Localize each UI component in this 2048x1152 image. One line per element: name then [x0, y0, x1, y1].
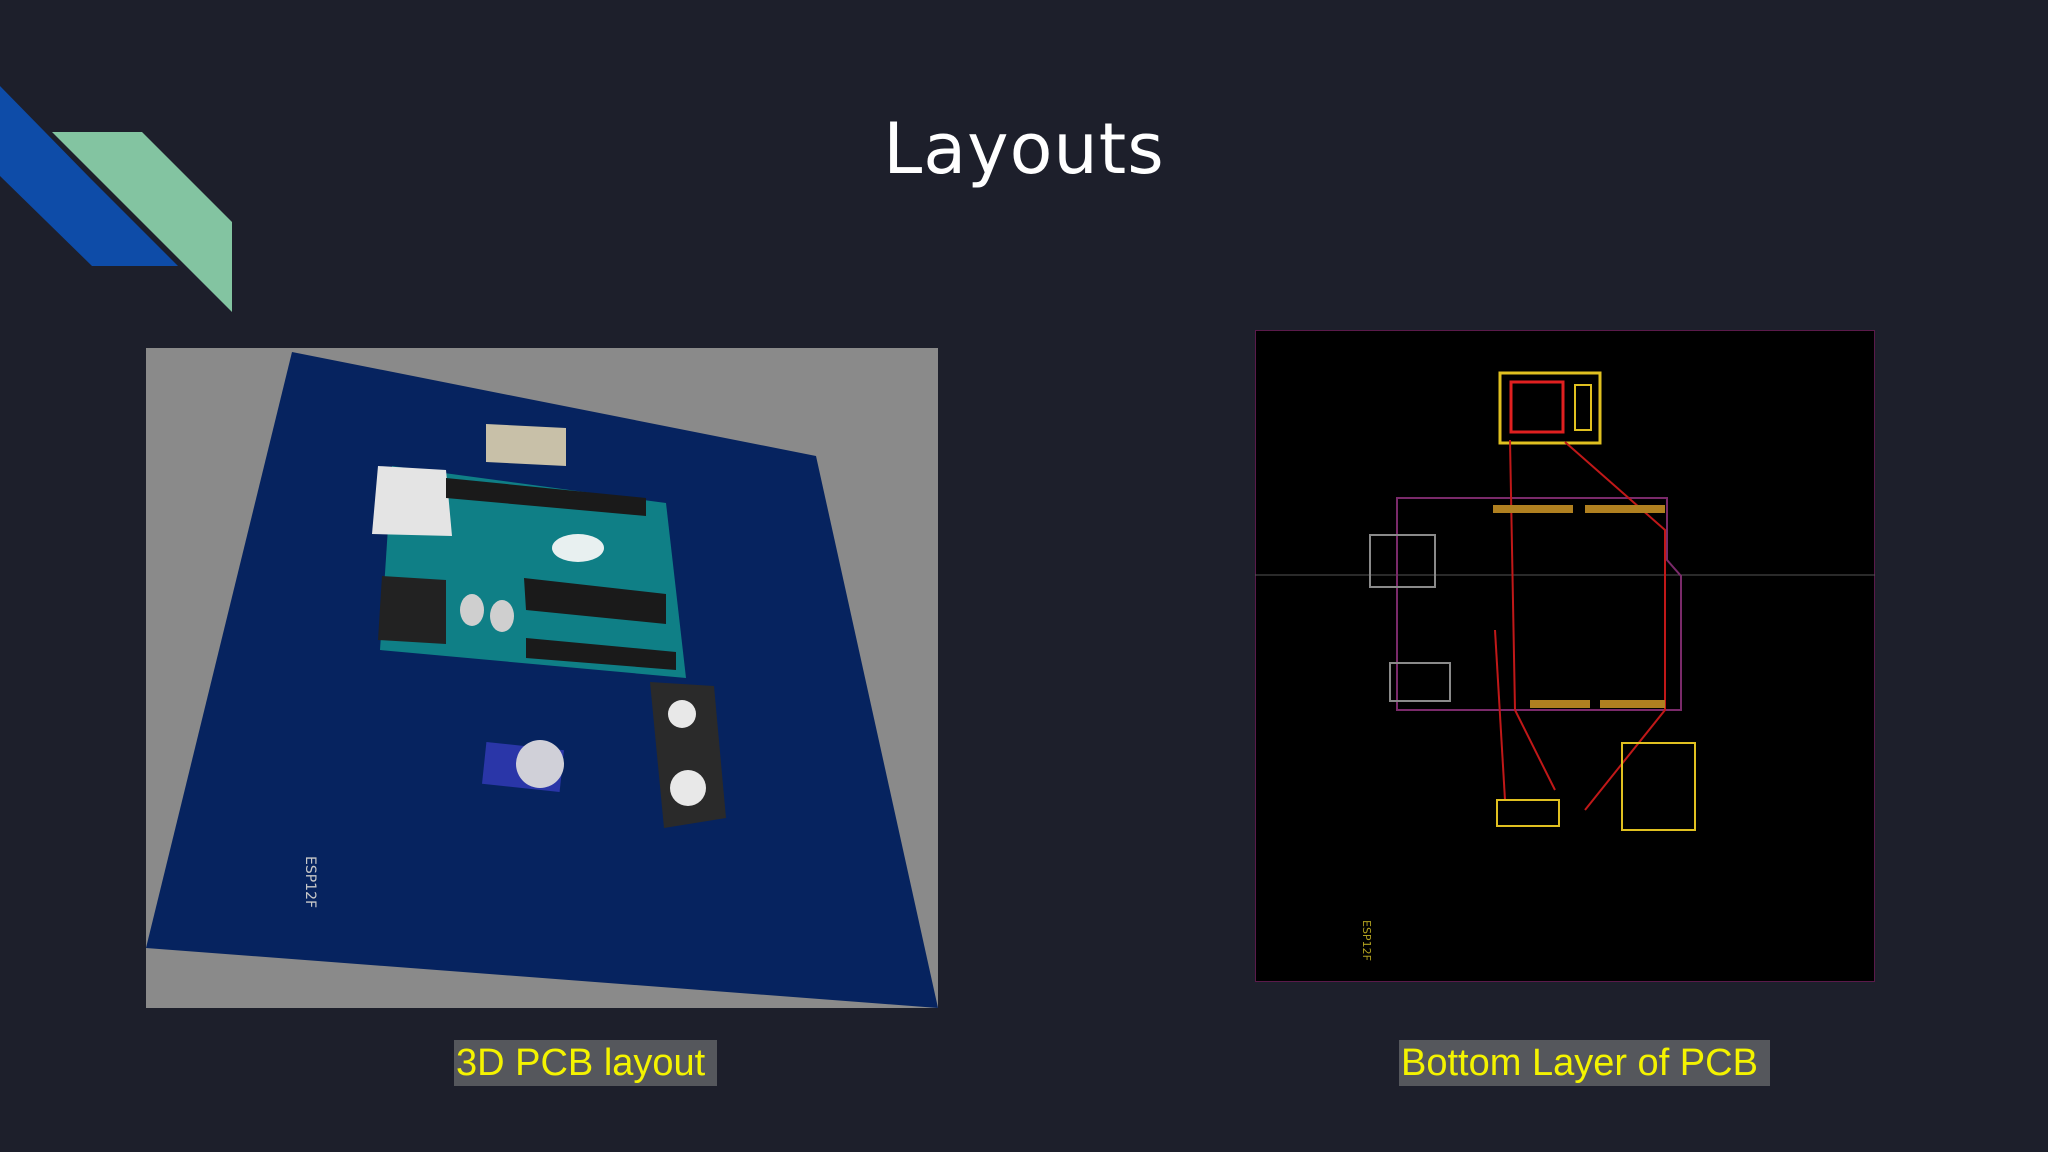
arduino-board: [380, 466, 686, 678]
ic-chip: [524, 578, 666, 624]
pcb-3d-render-image: ESP12F: [146, 348, 938, 1008]
sensor-footprint: [1621, 742, 1696, 831]
caption-bottom-layer: Bottom Layer of PCB: [1399, 1040, 1770, 1086]
usb-connector: [372, 466, 452, 536]
header-pins-top: [446, 478, 646, 516]
slide-title: Layouts: [883, 108, 1165, 190]
green-stripe: [52, 132, 232, 312]
arduino-outline: [1396, 497, 1682, 711]
esp-module-footprint: [1498, 371, 1602, 445]
silkscreen-label: ESP12F: [302, 856, 318, 908]
caption-3d-pcb: 3D PCB layout: [454, 1040, 718, 1086]
blue-stripe: [0, 86, 178, 266]
silkscreen-label: ESP12F: [1360, 920, 1373, 961]
header-pins-bottom: [526, 638, 676, 670]
arduino-logo-icon: [552, 534, 604, 562]
corner-decoration: [0, 86, 232, 312]
connector-footprint: [1496, 799, 1560, 827]
wifi-module: [486, 424, 566, 466]
power-jack: [378, 576, 446, 644]
pcb-board: [146, 352, 938, 1008]
gas-sensor-dome: [516, 740, 564, 788]
pcb-bottom-layer-image: ESP12F: [1255, 330, 1875, 982]
